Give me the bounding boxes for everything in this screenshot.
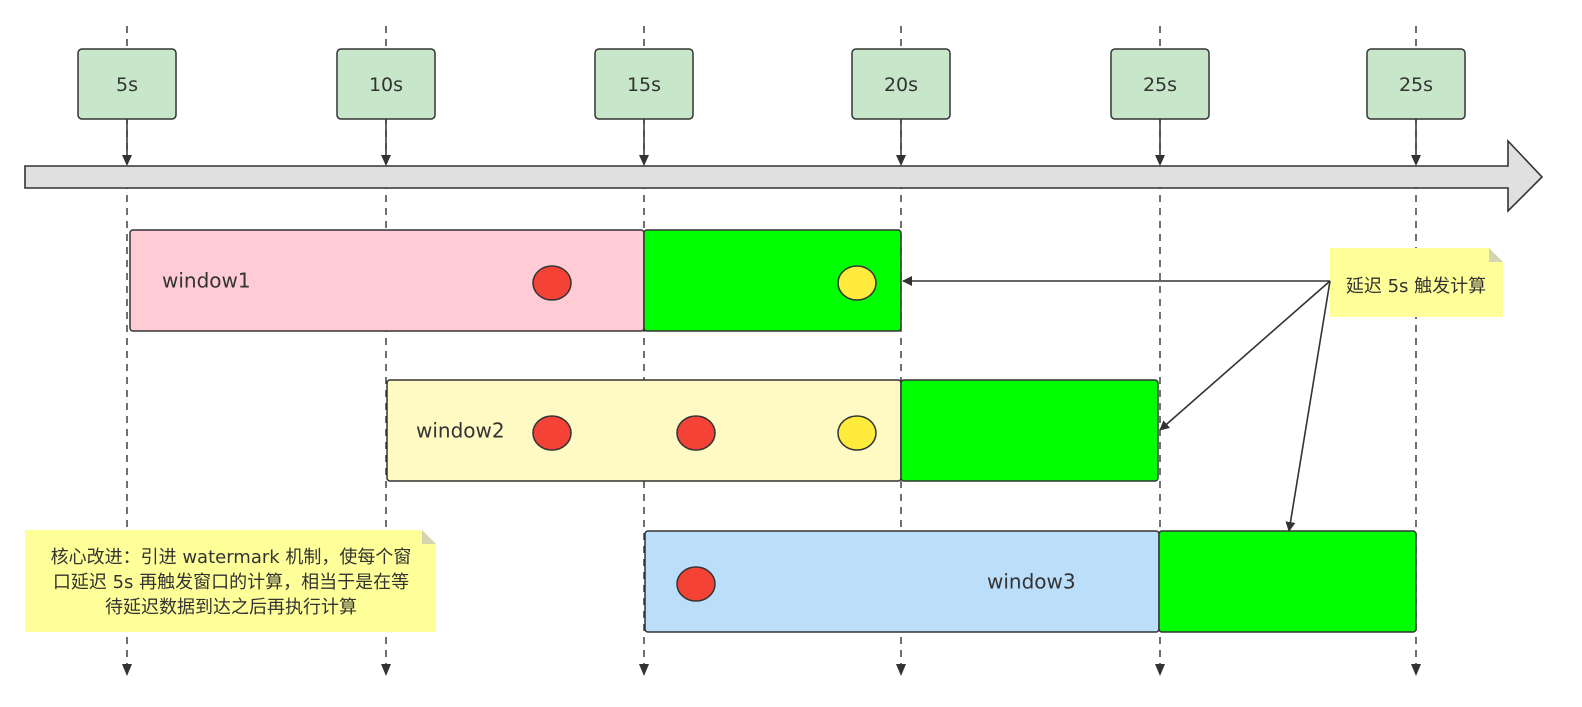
- tick-arrowhead: [896, 155, 906, 166]
- tick-box: [1110, 48, 1210, 120]
- guide-arrowhead: [122, 664, 132, 676]
- tick-arrowhead: [1155, 155, 1165, 166]
- window-body: [644, 530, 1160, 633]
- guide-arrowhead: [381, 664, 391, 676]
- time-axis-layer: 5s 10s 15s 20s 25s 25s: [24, 48, 1544, 213]
- main-note-fold: [422, 530, 436, 544]
- time-axis-arrow: [24, 138, 1544, 213]
- tick-box: [336, 48, 436, 120]
- tick-arrowhead: [122, 155, 132, 166]
- tick-arrowhead: [1411, 155, 1421, 166]
- event-dot: [676, 566, 716, 602]
- tick-arrowhead: [639, 155, 649, 166]
- event-dot: [532, 415, 572, 451]
- delay-arrow: [1159, 280, 1331, 431]
- main-note-line: 待延迟数据到达之后再执行计算: [105, 597, 357, 618]
- guide-arrowhead: [1411, 664, 1421, 676]
- late-event-dot: [837, 265, 877, 301]
- window-delay-segment: [1158, 530, 1417, 633]
- tick-box: [594, 48, 694, 120]
- late-event-dot: [837, 415, 877, 451]
- main-note-line: 核心改进：引进 watermark 机制，使每个窗: [51, 547, 412, 568]
- guide-arrowhead: [896, 664, 906, 676]
- tick-box: [77, 48, 177, 120]
- tick-label: 25s: [1143, 74, 1177, 96]
- guide-arrowhead: [639, 664, 649, 676]
- delay-note-fold: [1489, 248, 1503, 262]
- tick-box: [851, 48, 951, 120]
- window-delay-segment: [900, 379, 1159, 482]
- tick-label: 15s: [627, 74, 661, 96]
- delay-arrow: [1285, 280, 1331, 532]
- event-dot: [676, 415, 716, 451]
- window-label: window3: [987, 570, 1076, 594]
- windows-layer: window1 window2 window3: [129, 229, 1417, 633]
- tick-box: [1366, 48, 1466, 120]
- event-dot: [532, 265, 572, 301]
- delay-note: [1330, 248, 1503, 317]
- main-note-line: 口延迟 5s 再触发窗口的计算，相当于是在等: [53, 572, 409, 593]
- tick-label: 5s: [116, 74, 138, 96]
- main-note: [25, 530, 436, 632]
- guide-arrowhead: [1155, 664, 1165, 676]
- tick-label: 20s: [884, 74, 918, 96]
- tick-label: 10s: [369, 74, 403, 96]
- delay-note-text: 延迟 5s 触发计算: [1346, 276, 1486, 297]
- tick-arrowhead: [381, 155, 391, 166]
- window-delay-segment: [643, 229, 902, 332]
- tick-label: 25s: [1399, 74, 1433, 96]
- window-label: window1: [162, 269, 251, 293]
- window-label: window2: [416, 419, 505, 443]
